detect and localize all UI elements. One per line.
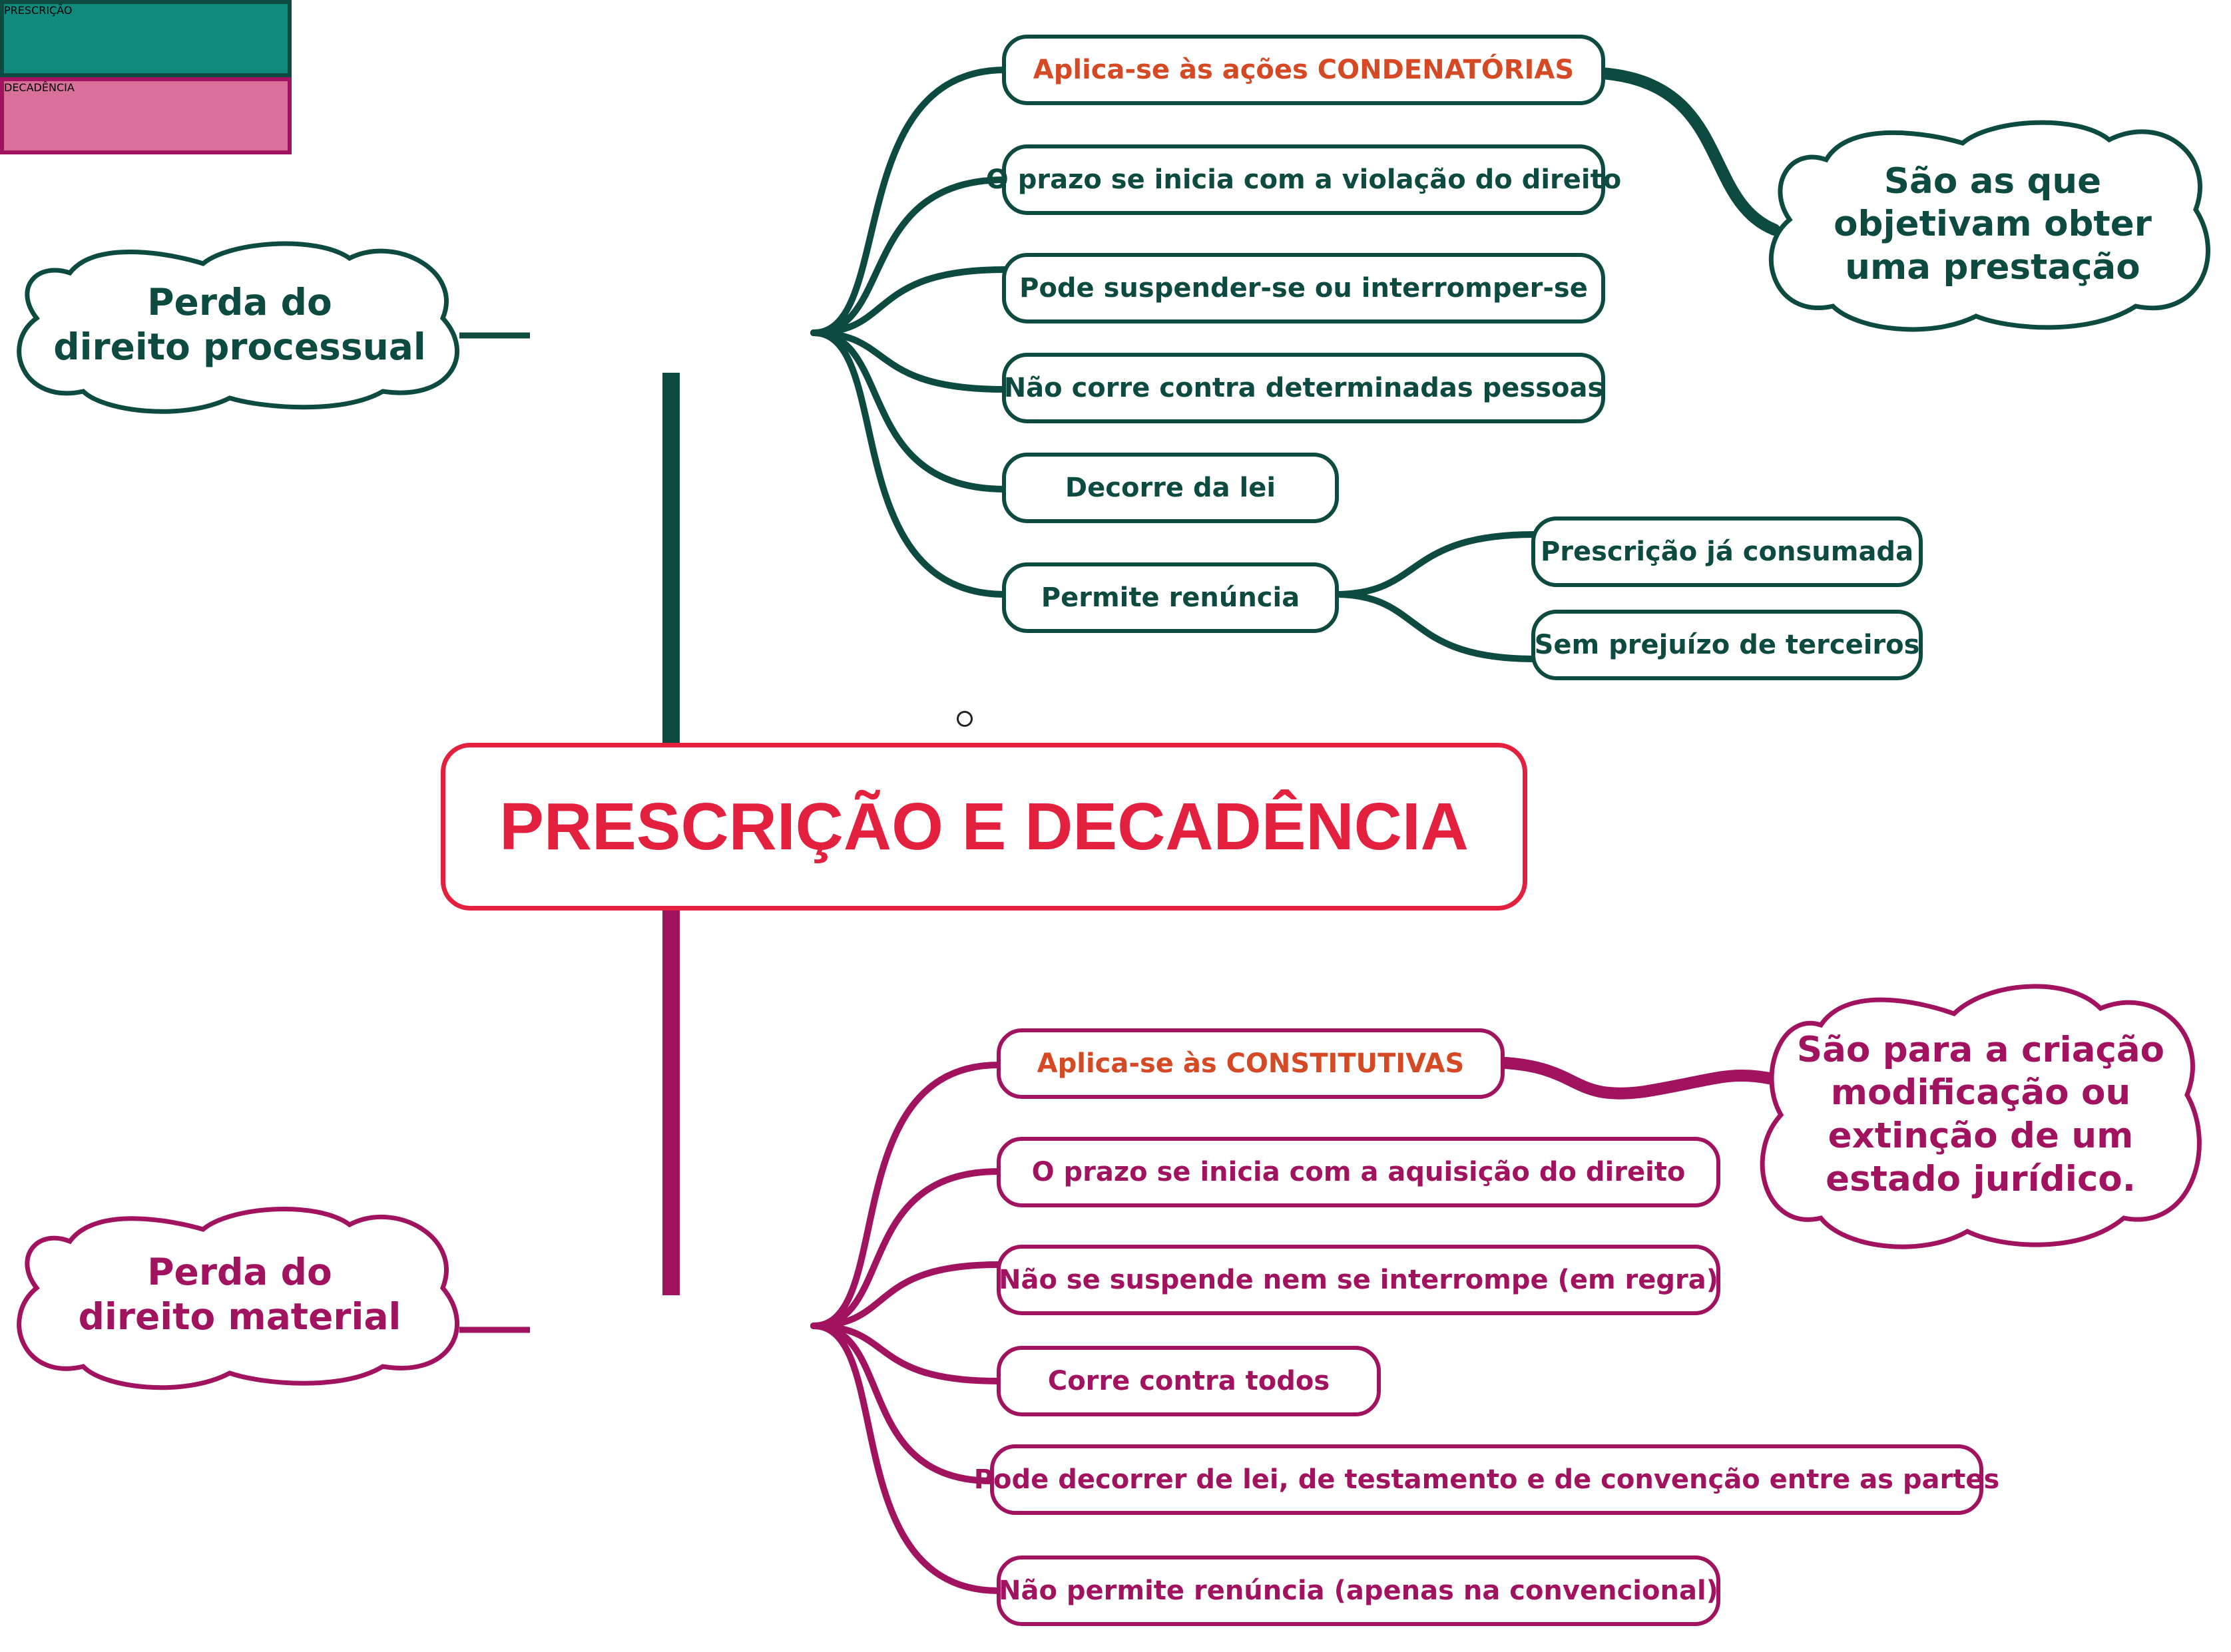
item-text: Corre contra todos: [1047, 1366, 1330, 1396]
decadencia-item-prazo[interactable]: O prazo se inicia com a aquisição do dir…: [997, 1137, 1720, 1207]
decadencia-item-nao-renuncia[interactable]: Não permite renúncia (apenas na convenci…: [997, 1555, 1720, 1626]
cloud-perda-processual-text: Perda do direito processual: [10, 232, 469, 418]
cloud-note-prestacao: [1768, 120, 2210, 332]
decadencia-item-nao-suspende[interactable]: Não se suspende nem se interrompe (em re…: [997, 1245, 1720, 1315]
note-line: extinção de um: [1828, 1116, 2134, 1156]
branch-p1: [810, 67, 1009, 336]
item-text: Prescrição já consumada: [1540, 536, 1914, 567]
item-text: Pode suspender-se ou interromper-se: [1019, 273, 1588, 304]
branch-d2: [810, 1168, 1002, 1329]
cloud-line: Perda do: [147, 1250, 332, 1293]
prescricao-item-suspender[interactable]: Pode suspender-se ou interromper-se: [1002, 253, 1605, 323]
item-text: Pode decorrer de lei, de testamento e de…: [973, 1464, 2000, 1495]
note-line: estado jurídico.: [1826, 1158, 2136, 1199]
branch-p5: [810, 329, 1009, 493]
cloud-perda-material: [17, 1207, 460, 1390]
branch-renuncia-1: [1332, 531, 1538, 598]
note-estado-juridico-text: São para a criação modificação ou extinç…: [1754, 968, 2207, 1261]
hub-prescricao[interactable]: PRESCRIÇÃO: [0, 0, 292, 77]
prescricao-item-condenatorias[interactable]: Aplica-se às ações CONDENATÓRIAS: [1002, 35, 1605, 105]
item-text: Permite renúncia: [1041, 582, 1300, 613]
cloud-line: Perda do: [147, 280, 332, 323]
cloud-note-estado-juridico: [1760, 984, 2202, 1249]
note-line: modificação ou: [1830, 1072, 2131, 1114]
cloud-line: direito material: [78, 1295, 401, 1338]
note-line: objetivam obter: [1834, 204, 2152, 245]
branch-renuncia-2: [1332, 591, 1538, 662]
branch-d1: [810, 1062, 1002, 1329]
prescricao-item-prazo[interactable]: O prazo se inicia com a violação do dire…: [986, 144, 1621, 215]
note-prestacao-text: São as que objetivam obter uma prestação: [1763, 106, 2222, 343]
note-line: uma prestação: [1845, 246, 2140, 288]
central-title[interactable]: PRESCRIÇÃO E DECADÊNCIA: [441, 743, 1527, 911]
link-condenatorias-note: [1595, 67, 1780, 236]
item-text: Sem prejuízo de terceiros: [1534, 630, 1920, 660]
cloud-line: direito processual: [53, 325, 426, 368]
prescricao-item-decorre-lei[interactable]: Decorre da lei: [1002, 453, 1339, 523]
item-prefix: Aplica-se às ações: [1033, 55, 1318, 85]
renuncia-item-consumada[interactable]: Prescrição já consumada: [1531, 516, 1923, 587]
branch-p4: [810, 329, 1009, 393]
item-text: Não corre contra determinadas pessoas: [1003, 373, 1604, 403]
note-line: São para a criação: [1796, 1029, 2165, 1070]
note-line: São as que: [1883, 160, 2102, 202]
link-constitutivas-note: [1500, 1057, 1790, 1100]
item-text: O prazo se inicia com a aquisição do dir…: [1031, 1157, 1686, 1187]
item-text: O prazo se inicia com a violação do dire…: [985, 164, 1622, 195]
prescricao-item-renuncia[interactable]: Permite renúncia: [1002, 562, 1339, 633]
cloud-perda-processual: [17, 241, 460, 414]
small-circle-marker: [957, 711, 973, 727]
item-text: Não permite renúncia (apenas na convenci…: [999, 1575, 1718, 1606]
branch-p2: [810, 176, 1009, 336]
prescricao-item-nao-corre[interactable]: Não corre contra determinadas pessoas: [1002, 353, 1605, 423]
branch-p6: [810, 329, 1009, 598]
decadencia-item-corre-todos[interactable]: Corre contra todos: [997, 1346, 1381, 1416]
branch-d4: [810, 1323, 1002, 1384]
hub-decadencia[interactable]: DECADÊNCIA: [0, 77, 292, 154]
item-prefix: Aplica-se às: [1037, 1048, 1226, 1079]
item-emphasis: CONSTITUTIVAS: [1226, 1048, 1465, 1079]
decadencia-item-pode-decorrer[interactable]: Pode decorrer de lei, de testamento e de…: [974, 1444, 1999, 1515]
branch-d3: [810, 1261, 1002, 1329]
branch-d5: [810, 1323, 995, 1484]
renuncia-item-terceiros[interactable]: Sem prejuízo de terceiros: [1531, 610, 1923, 680]
branch-d6: [810, 1323, 1002, 1594]
item-emphasis: CONDENATÓRIAS: [1317, 55, 1575, 85]
branch-p3: [810, 266, 1009, 336]
decadencia-item-constitutivas[interactable]: Aplica-se às CONSTITUTIVAS: [997, 1028, 1505, 1099]
cloud-perda-material-text: Perda do direito material: [10, 1195, 469, 1394]
item-text: Não se suspende nem se interrompe (em re…: [998, 1265, 1719, 1295]
item-text: Decorre da lei: [1065, 473, 1276, 503]
